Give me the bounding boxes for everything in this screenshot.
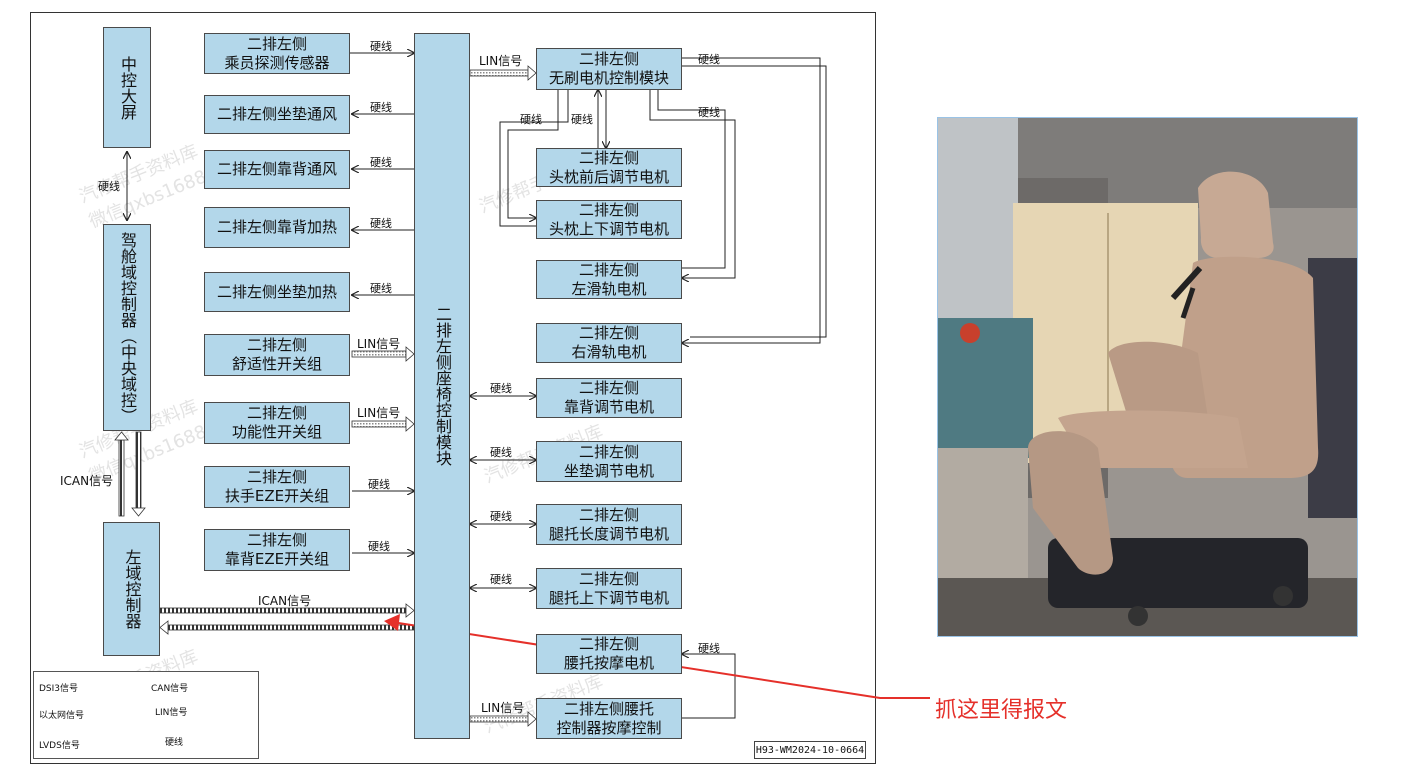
- legend-can: CAN信号: [151, 684, 189, 694]
- function-switch-box: 二排左侧功能性开关组: [204, 402, 350, 444]
- legend-lin: LIN信号: [155, 708, 188, 718]
- signal-label: 硬线: [370, 282, 392, 295]
- signal-label: 硬线: [368, 540, 390, 553]
- signal-label: 硬线: [490, 446, 512, 459]
- backrest-eze-switch-box: 二排左侧靠背EZE开关组: [204, 529, 350, 571]
- cockpit-domain-controller-label: 驾舱域控制器（中央域控）: [118, 231, 137, 424]
- signal-label: 硬线: [571, 113, 593, 126]
- signal-label: 硬线: [370, 40, 392, 53]
- signal-label: LIN信号: [357, 337, 401, 351]
- legend-dsi3: DSI3信号: [39, 684, 79, 694]
- central-screen-box: 中控大屏: [103, 27, 151, 148]
- headrest-fore-aft-motor-box: 二排左侧头枕前后调节电机: [536, 148, 682, 187]
- signal-label: 硬线: [490, 382, 512, 395]
- cushion-adjust-motor-box: 二排左侧坐垫调节电机: [536, 441, 682, 482]
- legrest-up-down-motor-box: 二排左侧腿托上下调节电机: [536, 568, 682, 609]
- backrest-heating-box: 二排左侧靠背加热: [204, 207, 350, 248]
- left-zone-controller-box: 左域控制器: [103, 522, 160, 656]
- backrest-adjust-motor-box: 二排左侧靠背调节电机: [536, 378, 682, 418]
- signal-label: LIN信号: [357, 406, 401, 420]
- central-screen-label: 中控大屏: [118, 55, 137, 120]
- armrest-eze-switch-box: 二排左侧扶手EZE开关组: [204, 466, 350, 508]
- legrest-length-motor-box: 二排左侧腿托长度调节电机: [536, 504, 682, 545]
- signal-legend: DSI3信号 CAN信号 以太网信号 LIN信号 LVDS信号 硬线: [33, 671, 259, 759]
- signal-label: 硬线: [698, 53, 720, 66]
- signal-label: 硬线: [698, 642, 720, 655]
- signal-label: 硬线: [370, 217, 392, 230]
- headrest-up-down-motor-box: 二排左侧头枕上下调节电机: [536, 200, 682, 239]
- signal-label: ICAN信号: [258, 594, 312, 608]
- backrest-ventilation-box: 二排左侧靠背通风: [204, 150, 350, 189]
- seat-control-module-box: 二排左侧座椅控制模块: [414, 33, 470, 739]
- signal-label: 硬线: [368, 478, 390, 491]
- left-slide-rail-motor-box: 二排左侧左滑轨电机: [536, 260, 682, 299]
- lumbar-massage-motor-box: 二排左侧腰托按摩电机: [536, 634, 682, 674]
- signal-label: LIN信号: [479, 54, 523, 68]
- signal-label: ICAN信号: [60, 474, 114, 488]
- left-zone-controller-label: 左域控制器: [122, 549, 142, 629]
- signal-label: 硬线: [370, 101, 392, 114]
- lumbar-massage-controller-box: 二排左侧腰托控制器按摩控制: [536, 698, 682, 739]
- right-slide-rail-motor-box: 二排左侧右滑轨电机: [536, 323, 682, 363]
- cockpit-domain-controller-box: 驾舱域控制器（中央域控）: [103, 224, 151, 431]
- signal-label: 硬线: [698, 106, 720, 119]
- signal-label: 硬线: [370, 156, 392, 169]
- brushless-motor-module-box: 二排左侧无刷电机控制模块: [536, 48, 682, 90]
- cushion-heating-box: 二排左侧坐垫加热: [204, 272, 350, 312]
- legend-hardwire: 硬线: [165, 738, 184, 748]
- signal-label: 硬线: [520, 113, 542, 126]
- signal-label: 硬线: [490, 573, 512, 586]
- legend-lvds: LVDS信号: [39, 741, 80, 751]
- comfort-switch-box: 二排左侧舒适性开关组: [204, 334, 350, 376]
- annotation-text: 抓这里得报文: [935, 698, 1068, 723]
- document-id: H93-WM2024-10-0664: [754, 741, 866, 759]
- signal-label: 硬线: [98, 180, 120, 193]
- occupant-sensor-box: 二排左侧乘员探测传感器: [204, 33, 350, 74]
- legend-ethernet: 以太网信号: [39, 711, 85, 721]
- cushion-ventilation-box: 二排左侧坐垫通风: [204, 95, 350, 134]
- seat-photo: [937, 117, 1358, 637]
- signal-label: LIN信号: [481, 701, 525, 715]
- seat-photo-drawing: [938, 118, 1357, 636]
- signal-label: 硬线: [490, 510, 512, 523]
- seat-control-module-label: 二排左侧座椅控制模块: [433, 306, 452, 466]
